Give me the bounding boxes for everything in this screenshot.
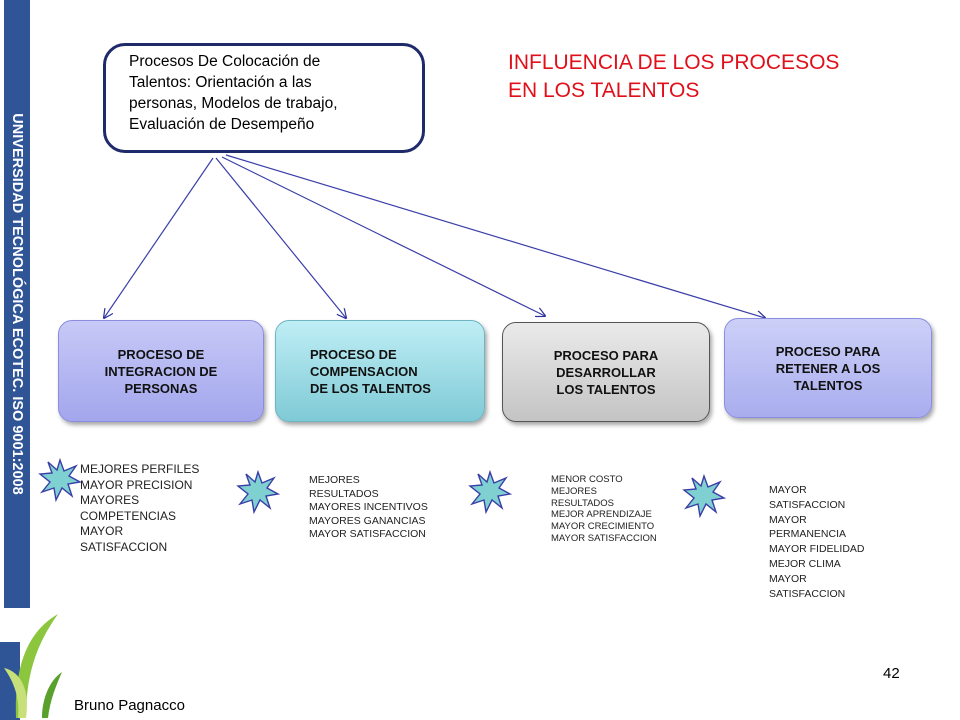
process-box-compensacion: PROCESO DE COMPENSACION DE LOS TALENTOS	[275, 320, 485, 422]
starburst-icon	[38, 458, 82, 502]
author-name: Bruno Pagnacco	[74, 697, 185, 714]
leaf-logo-icon	[0, 614, 62, 720]
connector-arrow-1	[104, 157, 214, 318]
colocacion-process-text: Procesos De Colocación de Talentos: Orie…	[129, 53, 338, 133]
benefits-list-integracion: MEJORES PERFILES MAYOR PRECISION MAYORES…	[80, 462, 200, 554]
side-band	[4, 0, 30, 608]
benefits-list-retener: MAYOR SATISFACCION MAYOR PERMANENCIA MAY…	[769, 484, 865, 600]
connector-arrow-2	[215, 157, 346, 318]
connector-arrow-4	[225, 154, 765, 318]
process-box-retener: PROCESO PARA RETENER A LOS TALENTOS	[724, 318, 932, 418]
benefits-list-compensacion: MEJORES RESULTADOS MAYORES INCENTIVOS MA…	[309, 474, 428, 540]
page-number: 42	[883, 665, 900, 682]
process-box-desarrollar: PROCESO PARA DESARROLLAR LOS TALENTOS	[502, 322, 710, 422]
starburst-icon	[236, 470, 280, 514]
colocacion-process-box: Procesos De Colocación de Talentos: Orie…	[103, 43, 425, 153]
starburst-icon	[682, 474, 726, 518]
slide-title: INFLUENCIA DE LOS PROCESOS EN LOS TALENT…	[508, 51, 840, 102]
process-box-integracion: PROCESO DE INTEGRACION DE PERSONAS	[58, 320, 264, 422]
benefits-list-desarrollar: MENOR COSTO MEJORES RESULTADOS MEJOR APR…	[551, 474, 657, 544]
connector-arrow-3	[221, 156, 545, 316]
starburst-icon	[468, 470, 512, 514]
